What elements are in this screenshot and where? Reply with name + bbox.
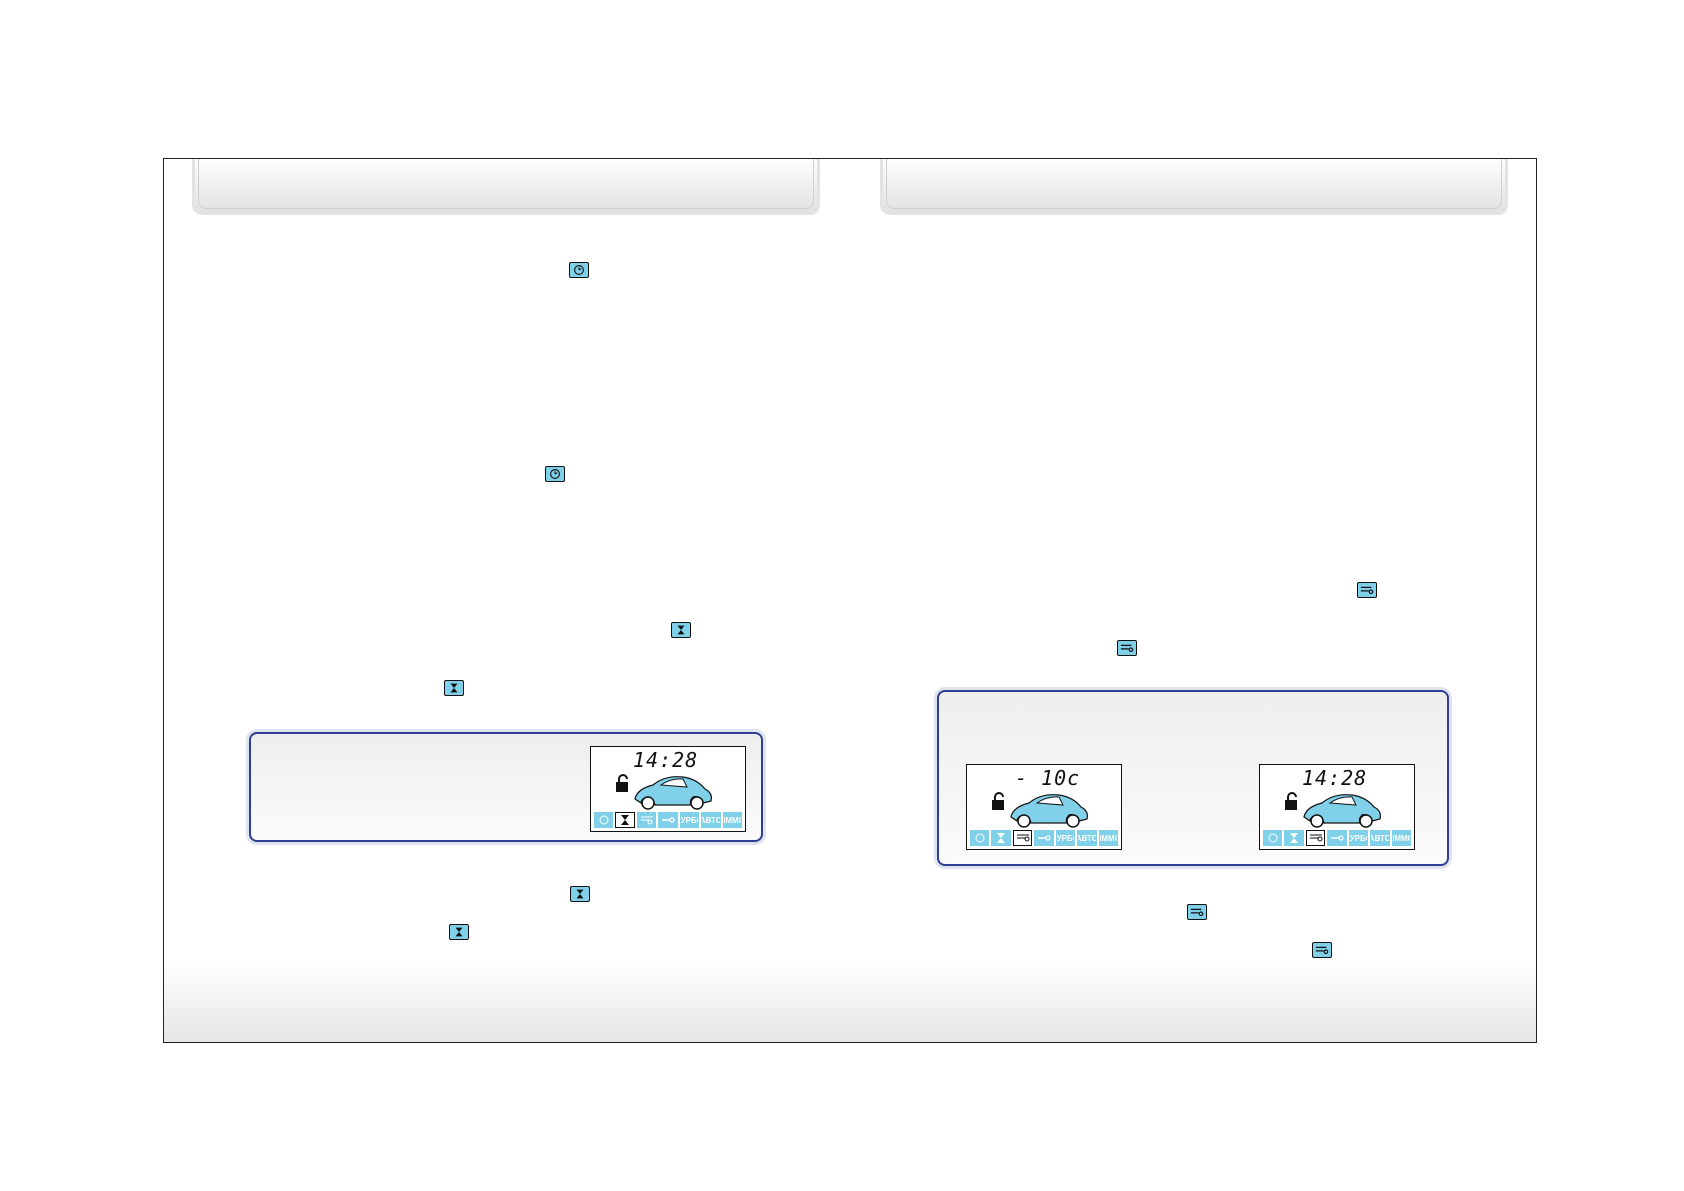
- lcd-icon-row: ТУРБО АВТО ИММО: [1263, 830, 1411, 846]
- hourglass-icon: [449, 924, 469, 940]
- car-icon: [1010, 794, 1088, 828]
- heater-key-icon: [1187, 904, 1207, 920]
- car-icon: [634, 776, 712, 810]
- heater-key-icon: [1312, 942, 1332, 958]
- hourglass-icon: [570, 886, 590, 902]
- heater-key-icon: [1357, 582, 1377, 598]
- left-page-header: [192, 159, 820, 215]
- right-page-header: [880, 159, 1508, 215]
- clock-icon: [545, 466, 565, 482]
- unlock-icon: [992, 792, 1004, 810]
- heater-icon: [636, 812, 657, 828]
- lcd-readout: 14:28: [1302, 766, 1368, 790]
- key-icon: [658, 812, 678, 828]
- turbo-label: ТУРБО: [679, 812, 700, 828]
- heater-key-icon: [1117, 640, 1137, 656]
- key-icon: [1034, 830, 1054, 846]
- manual-spread: 14:28 ТУРБО АВТО ИММО: [163, 158, 1537, 1043]
- lcd-icon-row: ТУРБО АВТО ИММО: [594, 812, 742, 828]
- hourglass-icon: [444, 680, 464, 696]
- turbo-label: ТУРБО: [1055, 830, 1076, 846]
- heater-icon: [1305, 830, 1326, 846]
- clock-icon: [569, 262, 589, 278]
- unlock-icon: [1285, 792, 1297, 810]
- left-display-box: 14:28 ТУРБО АВТО ИММО: [249, 732, 763, 842]
- immo-label: ИММО: [1098, 830, 1118, 846]
- lcd-display-temperature: - 10c ТУРБО АВТО ИММО: [966, 764, 1122, 850]
- avto-label: АВТО: [701, 812, 721, 828]
- lcd-icon-row: ТУРБО АВТО ИММО: [970, 830, 1118, 846]
- avto-label: АВТО: [1077, 830, 1097, 846]
- immo-label: ИММО: [722, 812, 742, 828]
- lcd-readout: 14:28: [633, 748, 699, 772]
- page-footer: [164, 962, 1536, 1042]
- lcd-display: 14:28 ТУРБО АВТО ИММО: [590, 746, 746, 832]
- hourglass-icon: [991, 830, 1011, 846]
- immo-label: ИММО: [1391, 830, 1411, 846]
- clock-icon: [594, 812, 614, 828]
- hourglass-icon: [1284, 830, 1304, 846]
- hourglass-icon: [671, 622, 691, 638]
- unlock-icon: [616, 774, 628, 792]
- clock-icon: [1263, 830, 1283, 846]
- heater-icon: [1012, 830, 1033, 846]
- lcd-readout: - 10c: [1015, 766, 1081, 790]
- lcd-display-clock: 14:28 ТУРБО АВТО ИММО: [1259, 764, 1415, 850]
- avto-label: АВТО: [1370, 830, 1390, 846]
- clock-icon: [970, 830, 990, 846]
- right-display-box: - 10c ТУРБО АВТО ИММО 14:28: [937, 690, 1449, 866]
- hourglass-icon: [615, 812, 635, 828]
- turbo-label: ТУРБО: [1348, 830, 1369, 846]
- key-icon: [1327, 830, 1347, 846]
- car-icon: [1303, 794, 1381, 828]
